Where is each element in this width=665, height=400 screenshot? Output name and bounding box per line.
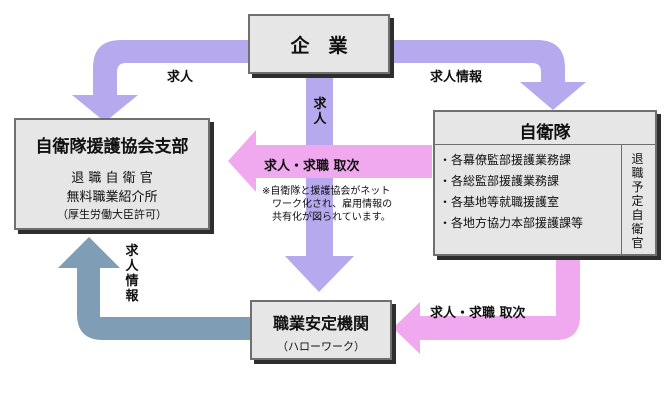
arrow-company-to-agency xyxy=(285,75,354,292)
arrow-agency-to-assoc xyxy=(58,237,250,340)
network-note: ※自衛隊と援護協会がネット ワーク化され、雇用情報の 共有化が図られています。 xyxy=(262,186,393,223)
sdf-divider xyxy=(435,144,655,145)
label-sdf-to-assoc: 求人・求職 取次 xyxy=(264,159,360,174)
company-box: 企 業 xyxy=(248,14,390,74)
sdf-box: 自衛隊 ・各幕僚監部援護業務課 ・各総監部援護業務課 ・各基地等就職援護室 ・各… xyxy=(433,110,657,256)
assoc-line3: （厚生労働大臣許可） xyxy=(57,208,167,221)
label-company-down: 求人 xyxy=(313,97,327,127)
arrow-sdf-to-agency xyxy=(393,258,580,354)
agency-subtitle: （ハローワーク） xyxy=(277,340,365,353)
arrow-sdf-to-assoc xyxy=(228,130,432,192)
agency-box: 職業安定機関 （ハローワーク） xyxy=(250,300,392,360)
label-agency-to-assoc: 求人情報 xyxy=(125,244,139,304)
sdf-side-divider xyxy=(621,144,622,254)
label-company-to-sdf: 求人情報 xyxy=(430,70,483,85)
assoc-line1: 退 職 自 衛 官 xyxy=(71,171,153,186)
sdf-unit-item: ・各基地等就職援護室 xyxy=(439,195,560,209)
arrow-company-to-assoc xyxy=(72,40,250,122)
label-sdf-to-agency: 求人・求職 取次 xyxy=(430,306,526,321)
sdf-unit-item: ・各幕僚監部援護業務課 xyxy=(439,153,572,167)
sdf-title: 自衛隊 xyxy=(519,123,571,143)
arrow-company-to-sdf xyxy=(388,40,586,110)
sdf-side-label: 退職予定自衛官 xyxy=(631,152,644,250)
assoc-title: 自衛隊援護協会支部 xyxy=(35,137,189,157)
assoc-line2: 無料職業紹介所 xyxy=(66,190,158,205)
sdf-unit-item: ・各総監部援護業務課 xyxy=(439,174,560,188)
sdf-unit-list: ・各幕僚監部援護業務課 ・各総監部援護業務課 ・各基地等就職援護室 ・各地方協力… xyxy=(439,150,583,234)
assoc-box: 自衛隊援護協会支部 退 職 自 衛 官 無料職業紹介所 （厚生労働大臣許可） xyxy=(14,118,210,230)
sdf-unit-item: ・各地方協力本部援護課等 xyxy=(439,216,584,230)
agency-title: 職業安定機関 xyxy=(272,314,369,333)
company-title: 企 業 xyxy=(290,34,348,57)
label-company-to-assoc: 求人 xyxy=(167,70,194,85)
